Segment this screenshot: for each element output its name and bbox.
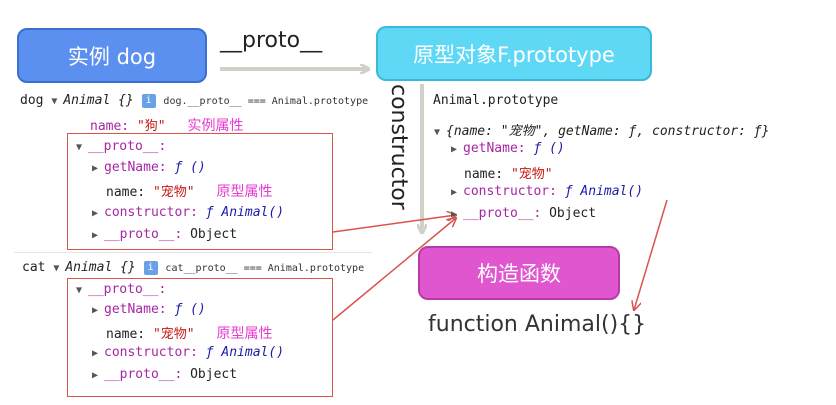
- collapse-triangle-icon: ▶: [451, 209, 458, 220]
- info-icon[interactable]: i: [141, 93, 156, 108]
- dog-getname-row[interactable]: ▶getName: ƒ (): [92, 160, 206, 175]
- dog-ctor-row[interactable]: ▶constructor: ƒ Animal(): [92, 205, 285, 220]
- dog-note: dog.__proto__ === Animal.prototype: [163, 96, 369, 107]
- collapse-triangle-icon: ▶: [451, 144, 458, 155]
- expand-triangle-icon[interactable]: ▼: [51, 96, 58, 107]
- dog-header: dog ▼ Animal {} i dog.__proto__ === Anima…: [20, 93, 368, 108]
- collapse-triangle-icon: ▶: [92, 305, 99, 316]
- expand-triangle-icon: ▼: [76, 285, 83, 296]
- proto-property-label: 原型属性: [216, 184, 273, 200]
- expand-triangle-icon[interactable]: ▼: [53, 263, 60, 274]
- collapse-triangle-icon: ▶: [92, 163, 99, 174]
- prototype-box: 原型对象F.prototype: [376, 26, 652, 81]
- prototype-name-row: name: "宠物": [464, 167, 553, 182]
- prototype-getname-row[interactable]: ▶getName: ƒ (): [451, 141, 565, 156]
- prototype-ctor-row[interactable]: ▶constructor: ƒ Animal(): [451, 184, 644, 199]
- dog-type: Animal {}: [63, 93, 134, 108]
- dog-proto-highlight: [67, 133, 333, 250]
- expand-triangle-icon: ▼: [76, 142, 83, 153]
- cat-type: Animal {}: [65, 260, 136, 275]
- cat-note: cat__proto__ === Animal.prototype: [165, 263, 365, 274]
- cat-getname-row[interactable]: ▶getName: ƒ (): [92, 302, 206, 317]
- own-property-label: 实例属性: [187, 118, 244, 134]
- divider: [14, 252, 372, 253]
- info-icon[interactable]: i: [143, 260, 158, 275]
- instance-box: 实例 dog: [17, 28, 207, 83]
- cat-proto-row[interactable]: ▼__proto__:: [76, 282, 167, 297]
- dog-proto-link-arrow: [332, 215, 456, 233]
- prototype-summary-row[interactable]: ▼{name: "宠物", getName: ƒ, constructor: ƒ…: [434, 124, 770, 139]
- constructor-box: 构造函数: [418, 246, 620, 300]
- collapse-triangle-icon: ▶: [92, 208, 99, 219]
- collapse-triangle-icon: ▶: [92, 348, 99, 359]
- cat-ctor-row[interactable]: ▶constructor: ƒ Animal(): [92, 345, 285, 360]
- prototype-box-label: 原型对象F.prototype: [413, 42, 615, 67]
- prototype-panel-title: Animal.prototype: [433, 93, 559, 108]
- ctor-link-arrow: [634, 199, 668, 310]
- collapse-triangle-icon: ▶: [92, 370, 99, 381]
- collapse-triangle-icon: ▶: [451, 187, 458, 198]
- cat-proto-highlight: [67, 278, 333, 397]
- dog-name-row: name: "狗" 实例属性: [90, 118, 244, 134]
- cat-inner-proto-row[interactable]: ▶__proto__: Object: [92, 367, 238, 382]
- constructor-box-label: 构造函数: [477, 262, 561, 286]
- instance-box-label: 实例 dog: [67, 44, 157, 69]
- cat-header: cat ▼ Animal {} i cat__proto__ === Animal…: [22, 260, 364, 275]
- prototype-inner-proto-row[interactable]: ▶__proto__: Object: [451, 206, 597, 221]
- cat-var: cat: [22, 260, 46, 275]
- expand-triangle-icon: ▼: [434, 127, 441, 138]
- proto-property-label: 原型属性: [216, 326, 273, 342]
- cat-proto-name-row: name: "宠物" 原型属性: [106, 326, 273, 342]
- dog-var: dog: [20, 93, 44, 108]
- dog-inner-proto-row[interactable]: ▶__proto__: Object: [92, 227, 238, 242]
- collapse-triangle-icon: ▶: [92, 230, 99, 241]
- proto-edge-label: __proto__: [220, 28, 323, 53]
- constructor-function-text: function Animal(){}: [428, 312, 647, 337]
- constructor-edge-label: constructor: [386, 84, 411, 210]
- dog-proto-row[interactable]: ▼__proto__:: [76, 139, 167, 154]
- dog-proto-name-row: name: "宠物" 原型属性: [106, 184, 273, 200]
- cat-proto-link-arrow: [332, 218, 456, 321]
